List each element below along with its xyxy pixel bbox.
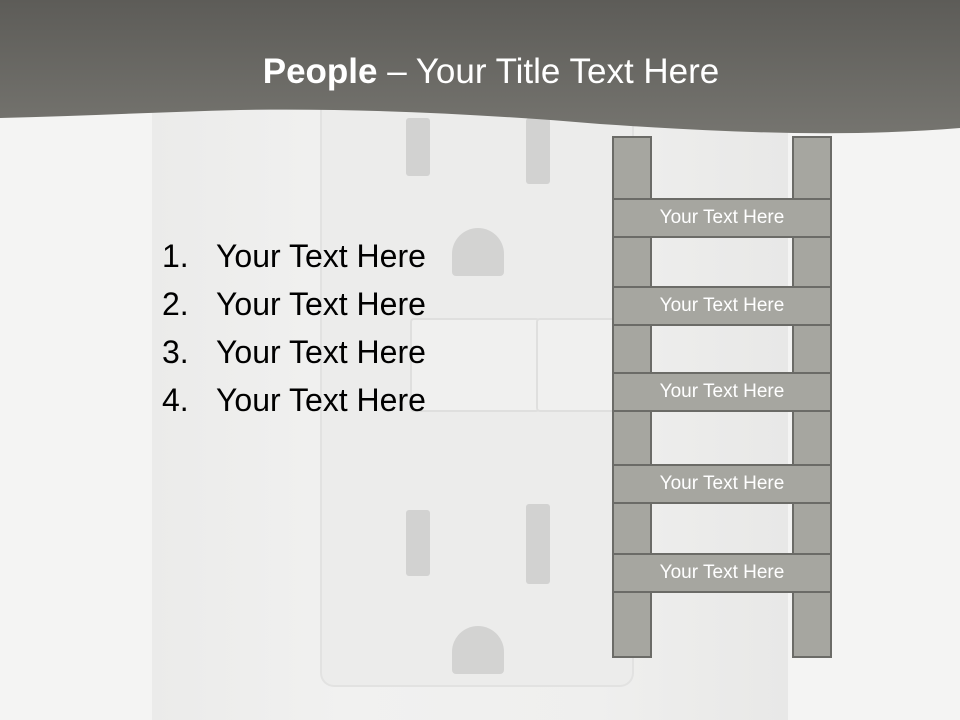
outlet-slot-icon [526, 118, 550, 184]
numbered-list: 1. Your Text Here 2. Your Text Here 3. Your… [162, 232, 426, 424]
outlet-slot-icon [406, 118, 430, 176]
list-item-number: 2. [162, 286, 189, 322]
list-item-text: Your Text Here [216, 382, 426, 418]
list-item-number: 4. [162, 382, 189, 418]
outlet-ground-icon [452, 626, 504, 674]
list-item-text: Your Text Here [216, 286, 426, 322]
list-item: 1. Your Text Here [162, 232, 426, 280]
list-item: 3. Your Text Here [162, 328, 426, 376]
ladder-rung: Your Text Here [612, 198, 832, 238]
outlet-ground-icon [452, 228, 504, 276]
list-item: 2. Your Text Here [162, 280, 426, 328]
list-item-text: Your Text Here [216, 238, 426, 274]
ladder-rung: Your Text Here [612, 286, 832, 326]
title-bold: People [262, 52, 378, 91]
list-item-number: 3. [162, 334, 189, 370]
outlet-test-button-icon [410, 318, 540, 412]
page-title: People – Your Title Text Here [0, 52, 960, 92]
list-item-text: Your Text Here [216, 334, 426, 370]
ladder-rung: Your Text Here [612, 553, 832, 593]
list-item: 4. Your Text Here [162, 376, 426, 424]
header-banner [0, 0, 960, 134]
title-text: Your Title Text Here [415, 52, 720, 91]
outlet-slot-icon [406, 510, 430, 576]
list-item-number: 1. [162, 238, 189, 274]
outlet-slot-icon [526, 504, 550, 584]
title-separator: – [377, 52, 416, 91]
ladder-rung: Your Text Here [612, 464, 832, 504]
ladder-rung: Your Text Here [612, 372, 832, 412]
